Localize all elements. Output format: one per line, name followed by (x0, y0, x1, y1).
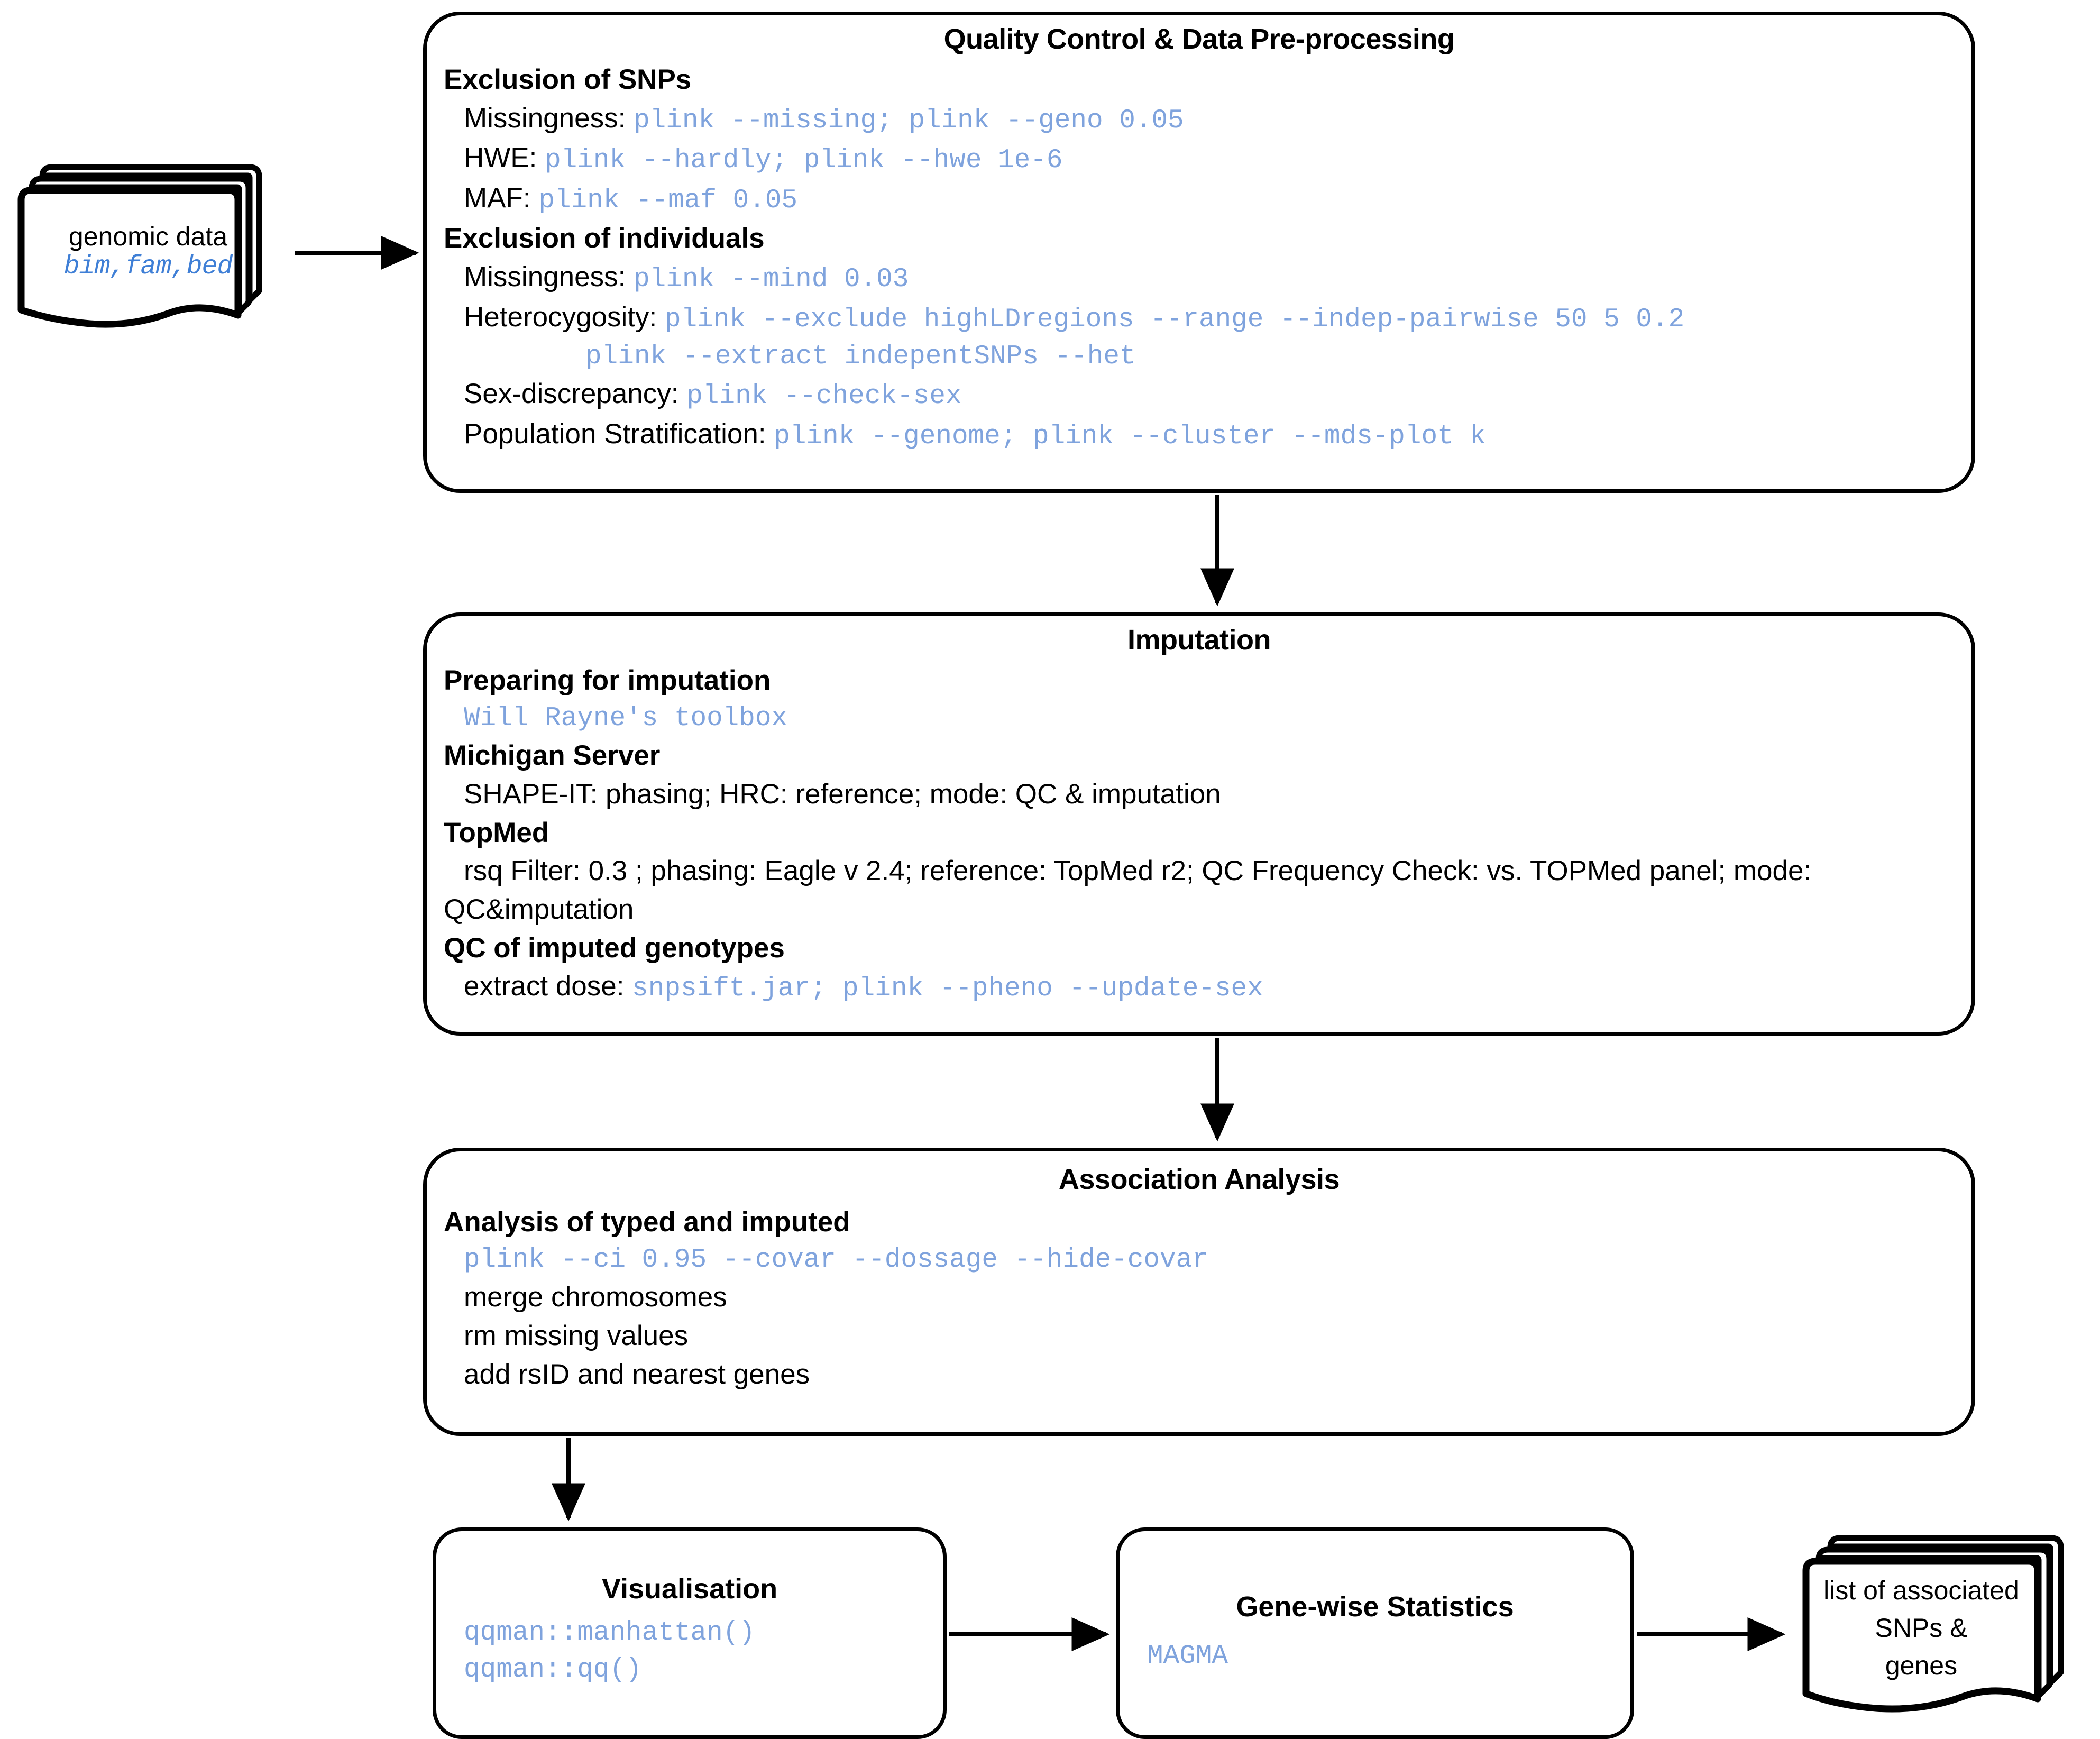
imputation-qc-heading: QC of imputed genotypes (444, 932, 785, 964)
imputation-qc-label: extract dose: (464, 971, 625, 1002)
result-document: list of associated SNPs & genes (1790, 1529, 2086, 1719)
qc-item-code: plink --check-sex (686, 381, 962, 412)
qc-title: Quality Control & Data Pre-processing (943, 23, 1455, 55)
qc-item-label: Heterocygosity: (464, 301, 657, 333)
gene-wise-statistics-box[interactable]: Gene-wise Statistics MAGMA (1116, 1527, 1634, 1739)
association-heading: Analysis of typed and imputed (444, 1206, 850, 1238)
association-title: Association Analysis (1058, 1164, 1340, 1195)
qc-item-code: plink --mind 0.03 (634, 264, 909, 295)
document-stack-icon (1802, 1535, 2064, 1713)
document-stack-icon (17, 164, 262, 328)
result-doc-line3: genes (1885, 1651, 1958, 1680)
genomic-doc-line1: genomic data (68, 222, 228, 251)
qc-item-heterocygosity: Heterocygosity: plink --exclude highLDre… (444, 298, 1971, 338)
qc-section1-heading: Exclusion of SNPs (444, 64, 692, 95)
association-code: plink --ci 0.95 --covar --dossage --hide… (464, 1244, 1208, 1275)
imputation-box[interactable]: Imputation Preparing for imputation Will… (423, 612, 1975, 1036)
association-body: Analysis of typed and imputed plink --ci… (427, 1196, 1971, 1394)
imputation-qc-code: snpsift.jar; plink --pheno --update-sex (632, 974, 1263, 1004)
qc-body: Exclusion of SNPs Missingness: plink --m… (427, 56, 1971, 455)
visualisation-code-manhattan: qqman::manhattan() (464, 1618, 755, 1648)
imputation-michigan-text: SHAPE-IT: phasing; HRC: reference; mode:… (464, 779, 1221, 810)
result-doc-line1: list of associated (1823, 1576, 2019, 1605)
qc-item-code: plink --missing; plink --geno 0.05 (634, 105, 1184, 136)
qc-item-population-stratification: Population Stratification: plink --genom… (444, 415, 1971, 455)
qc-item-code: plink --genome; plink --cluster --mds-pl… (774, 422, 1486, 452)
imputation-body: Preparing for imputation Will Rayne's to… (427, 656, 1971, 1008)
qc-item-label: Missingness: (464, 261, 626, 292)
visualisation-box[interactable]: Visualisation qqman::manhattan() qqman::… (433, 1527, 947, 1739)
qc-item-label: MAF: (464, 182, 531, 214)
visualisation-title: Visualisation (601, 1573, 778, 1605)
genewise-body: MAGMA (1120, 1623, 1630, 1675)
qc-item-sex-discrepancy: Sex-discrepancy: plink --check-sex (444, 375, 1971, 415)
imputation-qc-line: extract dose: snpsift.jar; plink --pheno… (444, 967, 1971, 1008)
imputation-title: Imputation (1127, 624, 1271, 656)
imputation-michigan-heading: Michigan Server (444, 740, 661, 772)
quality-control-box[interactable]: Quality Control & Data Pre-processing Ex… (423, 12, 1975, 493)
visualisation-body: qqman::manhattan() qqman::qq() (436, 1605, 943, 1689)
genomic-doc-text: genomic data bim,fam,bed (11, 221, 286, 282)
result-doc-line2: SNPs & (1875, 1613, 1968, 1643)
qc-section2-heading: Exclusion of individuals (444, 223, 765, 254)
qc-item-snp-missingness: Missingness: plink --missing; plink --ge… (444, 99, 1971, 140)
genomic-data-document: genomic data bim,fam,bed (11, 159, 286, 328)
imputation-prep-heading: Preparing for imputation (444, 665, 771, 696)
imputation-topmed-heading: TopMed (444, 817, 549, 848)
visualisation-code-qq: qqman::qq() (464, 1654, 642, 1685)
result-doc-text: list of associated SNPs & genes (1805, 1572, 2038, 1685)
imputation-topmed-text: rsq Filter: 0.3 ; phasing: Eagle v 2.4; … (444, 855, 1812, 925)
qc-item-code: plink --exclude highLDregions --range --… (665, 304, 1685, 335)
imputation-prep-code: Will Rayne's toolbox (464, 703, 788, 734)
qc-item-code: plink --maf 0.05 (538, 186, 798, 216)
genewise-title: Gene-wise Statistics (1236, 1591, 1514, 1623)
association-step-merge: merge chromosomes (464, 1282, 727, 1313)
qc-item-snp-hwe: HWE: plink --hardly; plink --hwe 1e-6 (444, 139, 1971, 179)
qc-item-label: Sex-discrepancy: (464, 378, 679, 410)
association-step-add-rsid: add rsID and nearest genes (464, 1358, 810, 1390)
genewise-code-magma: MAGMA (1147, 1641, 1228, 1671)
qc-item-snp-maf: MAF: plink --maf 0.05 (444, 179, 1971, 219)
association-step-rm-missing: rm missing values (464, 1320, 689, 1352)
qc-item-label: Missingness: (464, 102, 626, 134)
qc-item-heterocygosity-line2: plink --extract indepentSNPs --het (585, 341, 1136, 372)
qc-item-label: Population Stratification: (464, 418, 766, 450)
qc-item-code: plink --hardly; plink --hwe 1e-6 (545, 145, 1063, 176)
qc-item-label: HWE: (464, 142, 537, 174)
qc-item-ind-missingness: Missingness: plink --mind 0.03 (444, 258, 1971, 298)
genomic-doc-line2: bim,fam,bed (63, 252, 233, 282)
association-analysis-box[interactable]: Association Analysis Analysis of typed a… (423, 1148, 1975, 1436)
